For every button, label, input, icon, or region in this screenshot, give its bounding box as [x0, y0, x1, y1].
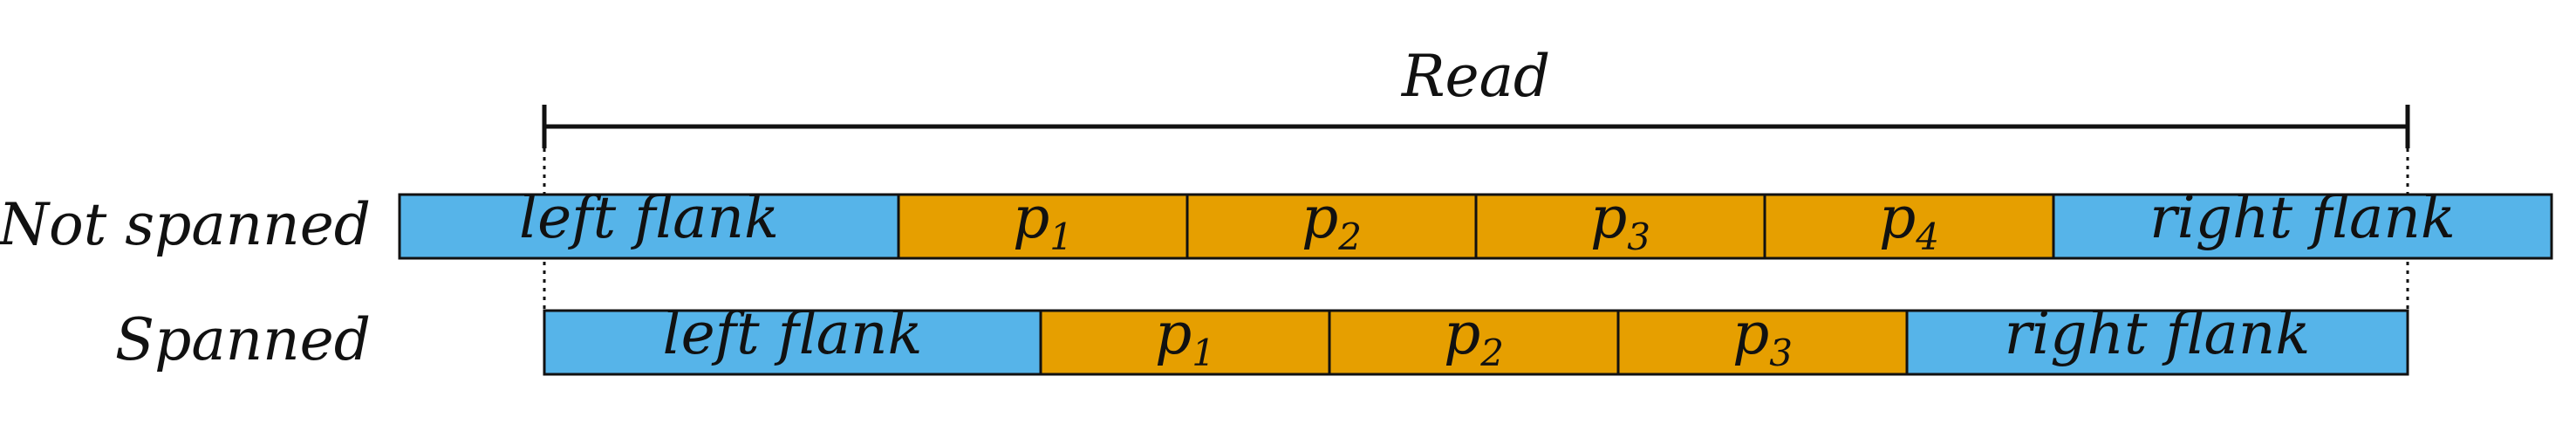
- repeat-segment-3-subscript: 3: [1769, 332, 1793, 374]
- repeat-segment-1-subscript: 1: [1192, 332, 1215, 374]
- right-flank-segment: [2052, 193, 2553, 260]
- read-bracket: Read: [542, 43, 2410, 148]
- repeat-segment-3-label: p3: [1590, 184, 1650, 258]
- not-spanned-row: left flank p1 p2 p3 p4 right flank: [398, 184, 2553, 260]
- repeat-segment-3: [1474, 193, 1766, 260]
- left-flank-segment: [543, 309, 1042, 376]
- right-flank-segment: [1905, 309, 2409, 376]
- repeat-segment-4: [1763, 193, 2055, 260]
- repeat-segment-2-label: p2: [1302, 184, 1362, 258]
- repeat-segment-2: [1328, 309, 1620, 376]
- repeat-segment-4-label: p4: [1879, 184, 1939, 258]
- left-flank-segment: [398, 193, 900, 260]
- row-label-not-spanned: Not spanned: [0, 191, 371, 258]
- right-flank-segment-label: right flank: [2005, 300, 2311, 367]
- repeat-segment-2-subscript: 2: [1479, 332, 1504, 374]
- repeat-segment-4-subscript: 4: [1915, 216, 1939, 258]
- row-label-spanned: Spanned: [115, 306, 371, 373]
- repeat-segment-1: [897, 193, 1189, 260]
- spanned-row: left flank p1 p2 p3 right flank: [543, 300, 2409, 376]
- repeat-segment-2-label: p2: [1444, 300, 1504, 374]
- repeat-segment-1-subscript: 1: [1049, 216, 1073, 258]
- repeat-segment-1-label: p1: [1155, 300, 1215, 374]
- repeat-segment-3-subscript: 3: [1627, 216, 1650, 258]
- read-label: Read: [1401, 43, 1550, 110]
- repeat-segment-2-subscript: 2: [1337, 216, 1362, 258]
- repeat-segment-1: [1039, 309, 1331, 376]
- left-flank-segment-label: left flank: [663, 300, 923, 367]
- repeat-segment-3-label: p3: [1732, 300, 1793, 374]
- repeat-segment-1-label: p1: [1013, 184, 1073, 258]
- left-flank-segment-label: left flank: [519, 184, 779, 251]
- repeat-segment-3: [1616, 309, 1909, 376]
- right-flank-segment-label: right flank: [2149, 184, 2456, 251]
